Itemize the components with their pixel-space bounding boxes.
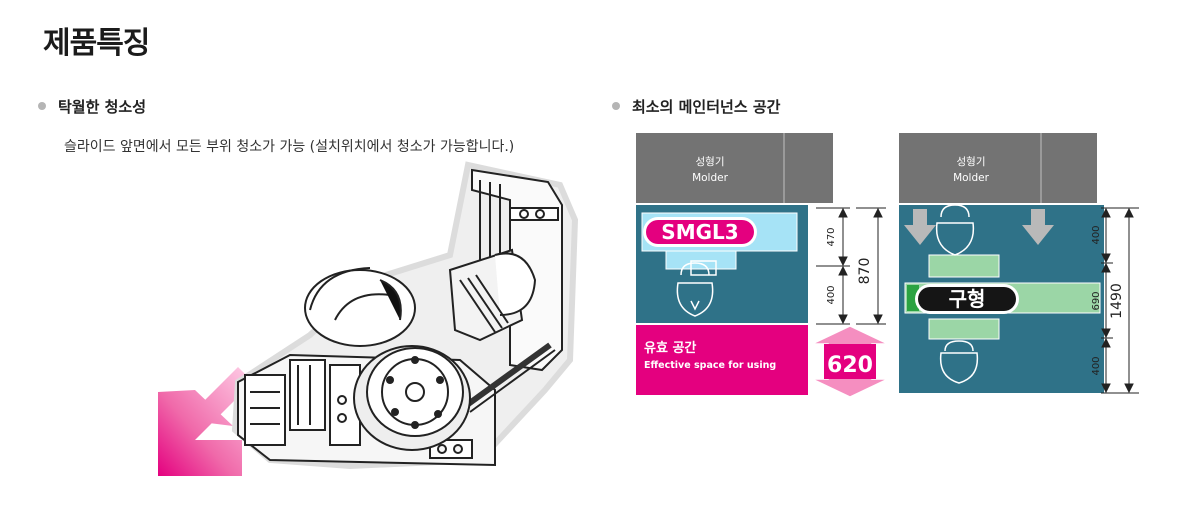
dimension-label: 400: [1091, 356, 1102, 375]
bullet-icon: [612, 102, 620, 110]
feature-heading-maintenance: 최소의 메인터넌스 공간: [612, 96, 780, 117]
molder-block: [899, 133, 1097, 203]
dimension-label: 400: [826, 285, 837, 304]
model-badge: [918, 287, 1016, 311]
dimension-label: 400: [1091, 225, 1102, 244]
down-arrow-icon: [904, 209, 936, 245]
diagram-smgl3: 성형기 Molder SMGL3 유효 공간 Effective space f…: [636, 133, 889, 397]
feature-title: 최소의 메인터넌스 공간: [632, 98, 781, 116]
diagram-old-model: 성형기 Molder 구형 400 690 400 1490: [899, 133, 1139, 394]
pull-direction-arrow-icon: [158, 367, 253, 476]
molder-label-ko: 성형기: [696, 156, 725, 168]
model-badge: [646, 220, 754, 244]
saved-space-label: 620: [827, 353, 873, 378]
operator-icon: [935, 204, 979, 384]
machine-frame: [448, 168, 563, 372]
dimension-label: 470: [826, 227, 837, 246]
dimension-total-label: 1490: [1109, 283, 1125, 319]
operator-icon: [676, 262, 714, 317]
bullet-icon: [38, 102, 46, 110]
model-badge-label: 구형: [949, 287, 986, 311]
molder-label-en: Molder: [692, 172, 729, 184]
molder-block: [636, 133, 833, 203]
feature-heading-cleaning: 탁월한 청소성: [38, 96, 146, 117]
feature-title: 탁월한 청소성: [58, 98, 147, 116]
molder-label-en: Molder: [953, 172, 990, 184]
feature-description: 슬라이드 앞면에서 모든 부위 청소가 가능 (설치위치에서 청소가 가능합니다…: [64, 139, 515, 155]
machine-illustration: [158, 161, 579, 476]
dimension-label: 690: [1091, 291, 1102, 310]
page-title: 제품특징: [43, 26, 150, 61]
effective-space-block: [636, 325, 808, 395]
molder-label-ko: 성형기: [957, 156, 986, 168]
model-badge-label: SMGL3: [661, 220, 738, 244]
effective-space-en: Effective space for using: [644, 360, 776, 371]
down-arrow-icon: [1022, 209, 1054, 245]
dimension-total-label: 870: [857, 258, 873, 285]
effective-space-ko: 유효 공간: [644, 340, 696, 356]
